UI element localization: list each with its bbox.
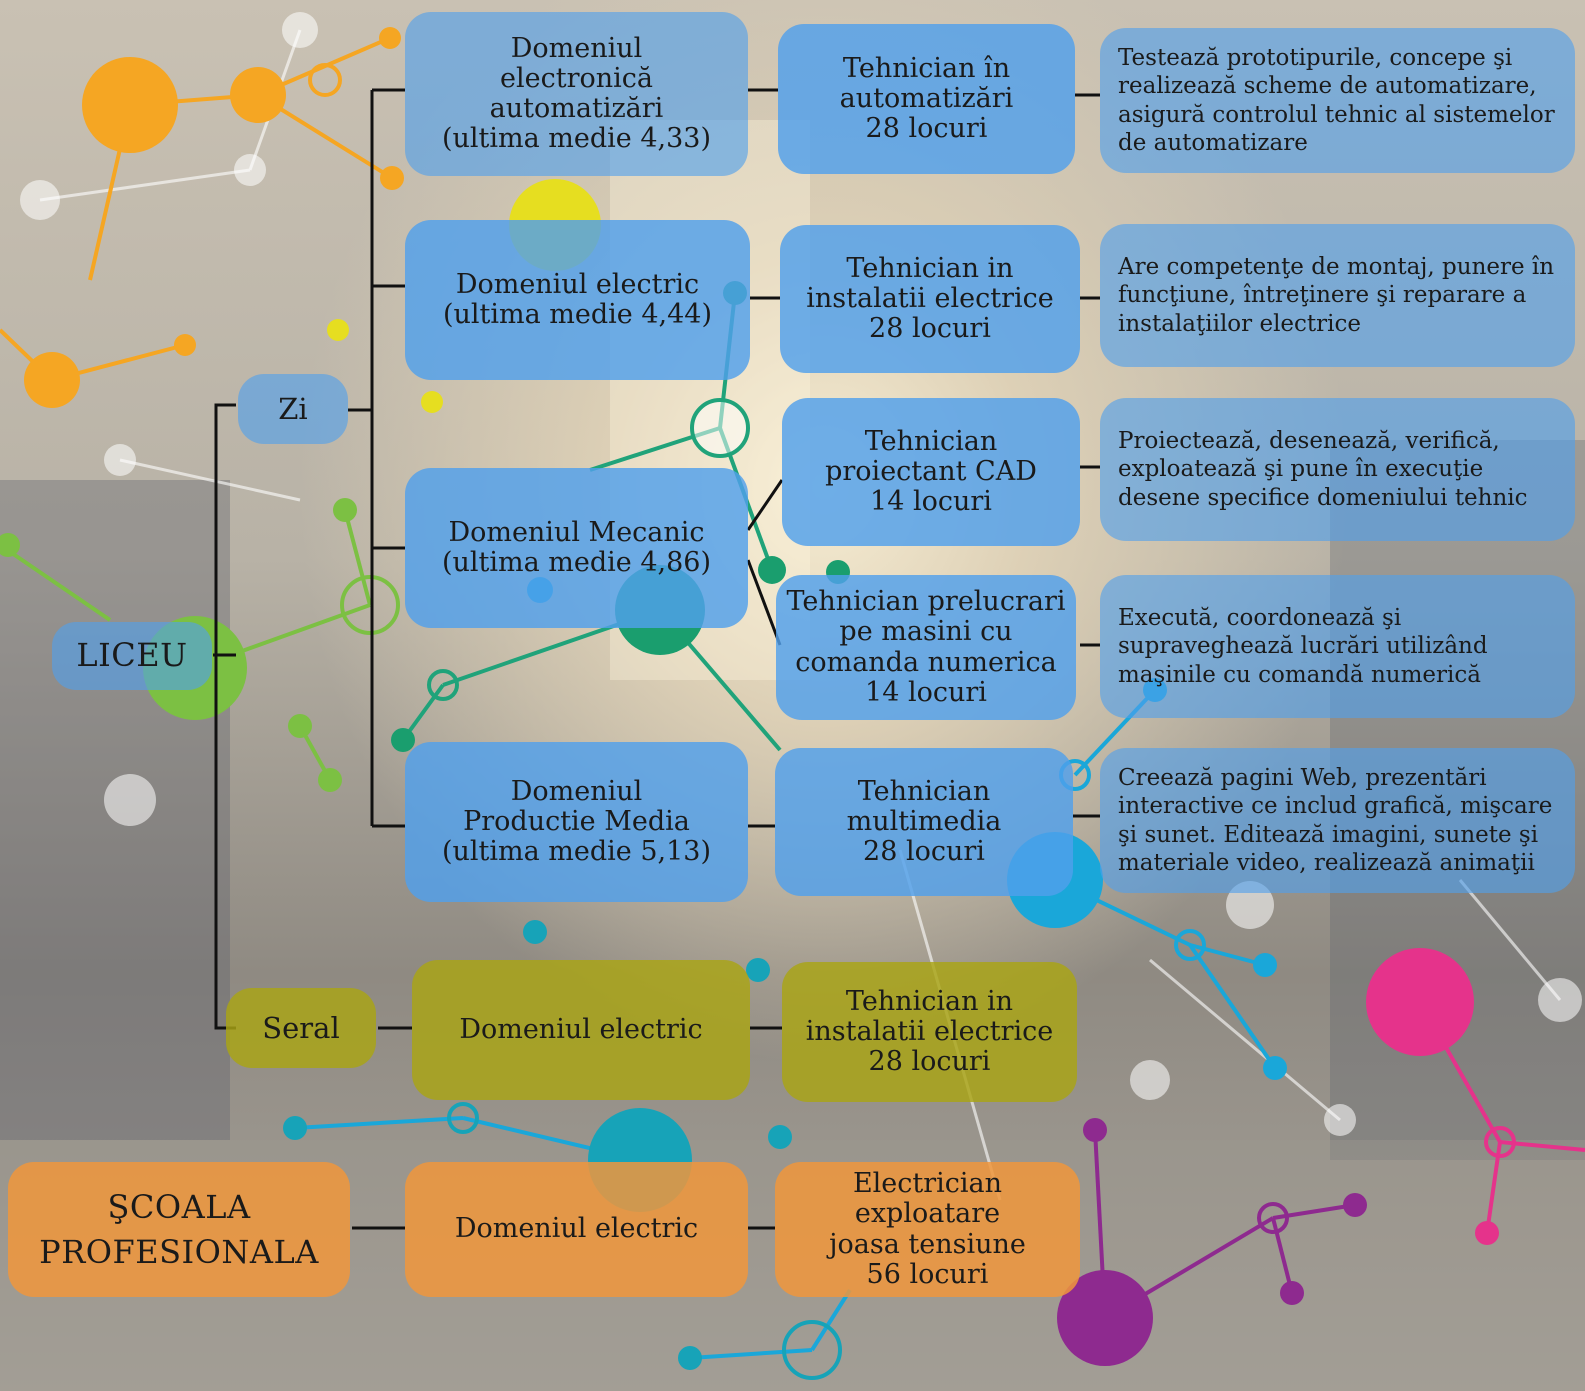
- zi-node: Zi: [238, 374, 348, 444]
- desc-multimedia: Creează pagini Web, prezentări interacti…: [1100, 748, 1575, 893]
- desc-instalatii-electrice: Are competenţe de montaj, punere în func…: [1100, 224, 1575, 367]
- desc-proiectant-cad: Proiectează, desenează, verifică, exploa…: [1100, 398, 1575, 541]
- scoala-profesionala-node: ŞCOALA PROFESIONALA: [8, 1162, 350, 1297]
- desc-cnc: Execută, coordonează şi supraveghează lu…: [1100, 575, 1575, 718]
- spec-tehnician-automatizari: Tehnician în automatizări 28 locuri: [778, 24, 1075, 174]
- domain-electric-zi: Domeniul electric (ultima medie 4,44): [405, 220, 750, 380]
- spec-electrician-exploatare: Electrician exploatare joasa tensiune 56…: [775, 1162, 1080, 1297]
- domain-mecanic: Domeniul Mecanic (ultima medie 4,86): [405, 468, 748, 628]
- domain-productie-media: Domeniul Productie Media (ultima medie 5…: [405, 742, 748, 902]
- domain-electric-seral: Domeniul electric: [412, 960, 750, 1100]
- spec-tehnician-instalatii-seral: Tehnician in instalatii electrice 28 loc…: [782, 962, 1077, 1102]
- desc-automatizari: Testează prototipurile, concepe şi reali…: [1100, 28, 1575, 173]
- spec-tehnician-instalatii-zi: Tehnician in instalatii electrice 28 loc…: [780, 225, 1080, 373]
- spec-tehnician-cnc: Tehnician prelucrari pe masini cu comand…: [776, 575, 1076, 720]
- domain-electric-scoala: Domeniul electric: [405, 1162, 748, 1297]
- seral-node: Seral: [226, 988, 376, 1068]
- liceu-node: LICEU: [52, 622, 212, 690]
- spec-tehnician-proiectant-cad: Tehnician proiectant CAD 14 locuri: [782, 398, 1080, 546]
- spec-tehnician-multimedia: Tehnician multimedia 28 locuri: [775, 748, 1073, 896]
- domain-electronica-automatizari: Domeniul electronică automatizări (ultim…: [405, 12, 748, 176]
